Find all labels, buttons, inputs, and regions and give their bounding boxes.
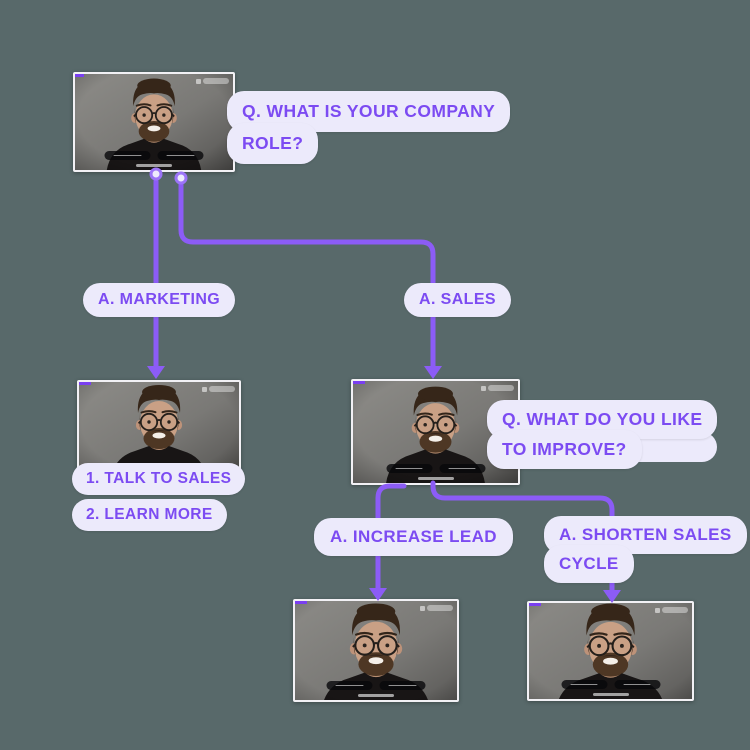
video-thumbnail [79,382,239,476]
video-thumbnail [529,603,692,699]
option-pill-talk-to-sales[interactable]: 1. TALK TO SALES [72,463,246,495]
video-thumbnail [75,74,233,170]
bubble-text-line: TO IMPROVE? [487,430,642,469]
answer-choice-buttons[interactable] [561,680,660,689]
video-node-marketing[interactable] [77,380,241,478]
flow-arrow-down [147,366,165,379]
brand-watermark-icon [202,386,235,392]
answer-choice-buttons[interactable] [386,464,485,473]
choice-button-right[interactable] [439,464,485,473]
presenter-portrait [529,603,692,699]
answer-pill-increase-lead[interactable]: A. INCREASE LEAD [314,518,513,556]
question-bubble-company-role: Q. WHAT IS YOUR COMPANY ROLE? [227,91,511,164]
bubble-text-line: ROLE? [227,123,319,164]
video-caption [592,693,629,696]
flow-arrow-down [424,366,442,379]
presenter-portrait [295,601,457,700]
brand-watermark-icon [420,605,453,611]
choice-button-right[interactable] [614,680,660,689]
video-caption [136,164,172,167]
bubble-text-line: CYCLE [544,545,634,583]
video-progress-dash [353,381,365,384]
choice-button-left[interactable] [104,151,151,160]
option-pill-learn-more[interactable]: 2. LEARN MORE [72,499,227,531]
video-thumbnail [295,601,457,700]
connector-intro-to-sales [178,181,436,369]
video-caption [358,694,394,697]
choice-button-left[interactable] [326,681,373,690]
brand-watermark-icon [196,78,229,84]
choice-button-left[interactable] [561,680,607,689]
video-node-increase-lead[interactable] [293,599,459,702]
answer-choice-buttons[interactable] [326,681,426,690]
question-bubble-improve: Q. WHAT DO YOU LIKE TO IMPROVE? [487,400,718,469]
branch-port-circle [174,171,188,185]
video-progress-dash [75,74,84,77]
answer-pill-marketing[interactable]: A. MARKETING [83,283,236,317]
brand-watermark-icon [655,607,688,613]
answer-bubble-shorten-cycle[interactable]: A. SHORTEN SALES CYCLE [544,516,747,583]
video-node-shorten-cycle[interactable] [527,601,694,701]
choice-button-left[interactable] [386,464,432,473]
brand-watermark-icon [481,385,514,391]
answer-pill-sales[interactable]: A. SALES [404,283,511,317]
video-progress-dash [295,601,307,604]
video-caption [417,477,454,480]
choice-button-right[interactable] [157,151,204,160]
choice-button-right[interactable] [379,681,426,690]
video-progress-dash [79,382,91,385]
video-node-intro[interactable] [73,72,235,172]
presenter-portrait [79,382,239,476]
presenter-portrait [75,74,233,170]
answer-choice-buttons[interactable] [104,151,204,160]
video-progress-dash [529,603,541,606]
